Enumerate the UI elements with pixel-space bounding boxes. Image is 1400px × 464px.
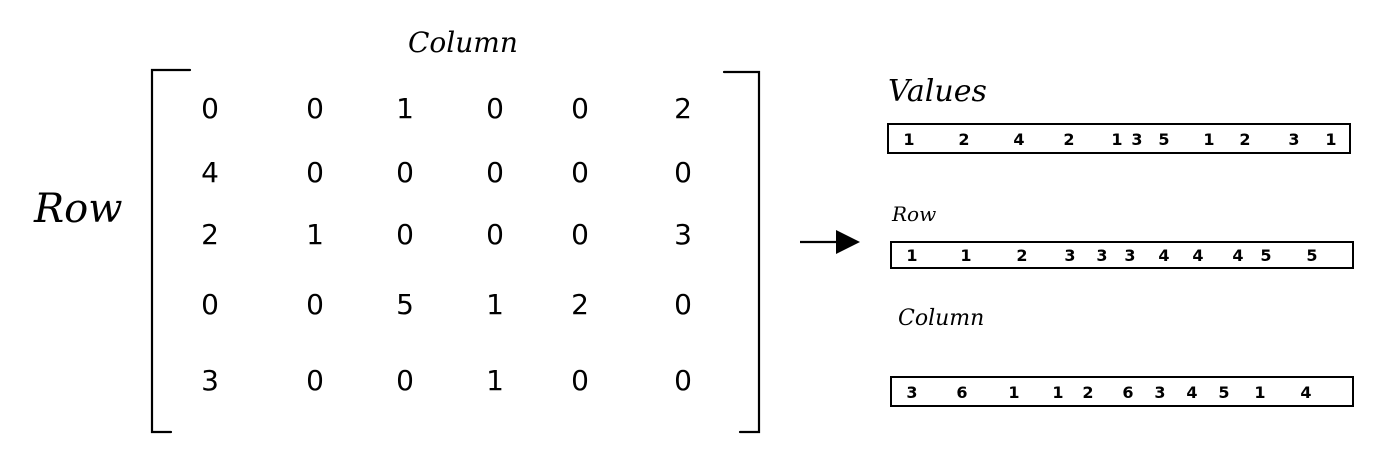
array-item: 4: [1300, 383, 1312, 402]
array-item: 2: [1239, 130, 1251, 149]
matrix-cell: 1: [486, 364, 504, 397]
array-item: 1: [906, 246, 918, 265]
array-item: 3: [1096, 246, 1108, 265]
matrix-cell: 0: [674, 156, 692, 189]
matrix-cell: 1: [306, 218, 324, 251]
array-item: 2: [958, 130, 970, 149]
matrix-cell: 0: [396, 218, 414, 251]
matrix-cell: 5: [396, 288, 414, 321]
matrix-column-label: Column: [408, 26, 518, 59]
array-item: 1: [960, 246, 972, 265]
matrix-cell: 0: [674, 288, 692, 321]
matrix-cell: 1: [396, 92, 414, 125]
array-item: 5: [1306, 246, 1318, 265]
array-item: 1: [1111, 130, 1123, 149]
matrix-cell: 3: [674, 218, 692, 251]
right-arrow-icon: [800, 230, 860, 254]
matrix-row-label: Row: [34, 186, 123, 232]
array-item: 2: [1016, 246, 1028, 265]
array-item: 5: [1260, 246, 1272, 265]
matrix-cell: 4: [201, 156, 219, 189]
array-item: 1: [1052, 383, 1064, 402]
matrix-left-bracket: [150, 68, 192, 434]
matrix-cell: 0: [571, 218, 589, 251]
array-item: 4: [1232, 246, 1244, 265]
array-item: 3: [1131, 130, 1143, 149]
array-item: 1: [1203, 130, 1215, 149]
array-item: 1: [1254, 383, 1266, 402]
matrix-cell: 3: [201, 364, 219, 397]
array-item: 6: [956, 383, 968, 402]
matrix-cell: 0: [201, 92, 219, 125]
array-item: 3: [1288, 130, 1300, 149]
matrix-cell: 0: [396, 156, 414, 189]
array-item: 6: [1122, 383, 1134, 402]
array-item: 3: [1064, 246, 1076, 265]
array-item: 3: [906, 383, 918, 402]
array-item: 3: [1154, 383, 1166, 402]
matrix-cell: 0: [486, 92, 504, 125]
matrix-cell: 0: [306, 364, 324, 397]
matrix-cell: 2: [674, 92, 692, 125]
array-item: 2: [1082, 383, 1094, 402]
array-item: 1: [1008, 383, 1020, 402]
matrix-cell: 0: [306, 92, 324, 125]
matrix-right-bracket: [722, 70, 761, 434]
matrix-cell: 2: [201, 218, 219, 251]
array-item: 1: [903, 130, 915, 149]
matrix-cell: 2: [571, 288, 589, 321]
array-item: 4: [1192, 246, 1204, 265]
array-item: 3: [1124, 246, 1136, 265]
matrix-cell: 0: [571, 92, 589, 125]
matrix-cell: 0: [396, 364, 414, 397]
array-item: 4: [1013, 130, 1025, 149]
array-item: 4: [1158, 246, 1170, 265]
array-item: 5: [1218, 383, 1230, 402]
matrix-cell: 0: [201, 288, 219, 321]
matrix-cell: 0: [674, 364, 692, 397]
matrix-cell: 0: [486, 156, 504, 189]
matrix-cell: 1: [486, 288, 504, 321]
values-array-label: Values: [888, 74, 987, 109]
matrix-cell: 0: [571, 364, 589, 397]
array-item: 5: [1158, 130, 1170, 149]
matrix-cell: 0: [486, 218, 504, 251]
matrix-cell: 0: [306, 156, 324, 189]
array-item: 4: [1186, 383, 1198, 402]
matrix-cell: 0: [571, 156, 589, 189]
array-item: 2: [1063, 130, 1075, 149]
column-array-label: Column: [898, 306, 985, 331]
row-array-label: Row: [892, 202, 937, 226]
array-item: 1: [1325, 130, 1337, 149]
matrix-cell: 0: [306, 288, 324, 321]
